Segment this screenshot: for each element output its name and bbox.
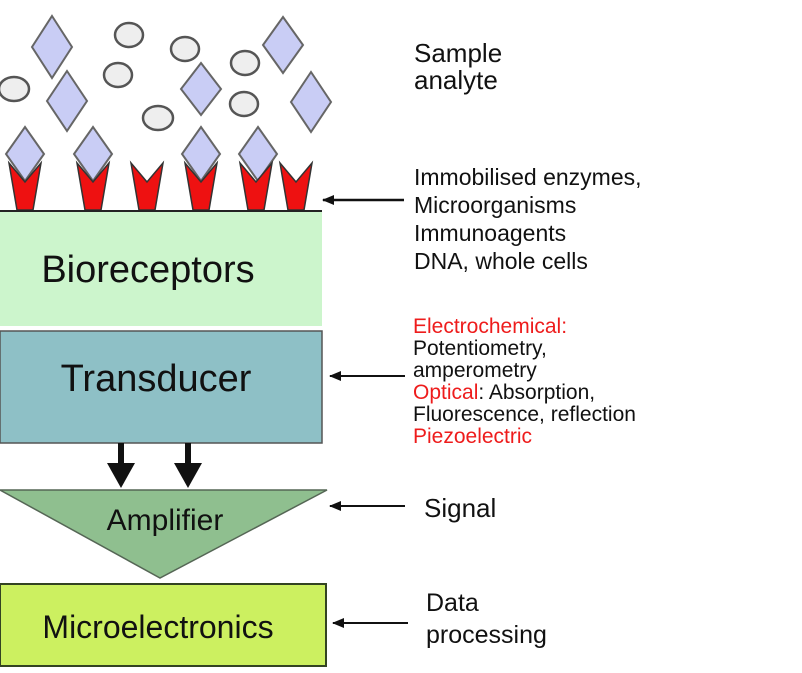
amplifier-block: [0, 489, 328, 579]
analyte-diamond: [45, 69, 89, 133]
piezoelectric-heading: Piezoelectric: [413, 425, 533, 448]
transducer-block: [0, 330, 323, 444]
receptor-shape: [183, 160, 219, 211]
analyte-circle: [228, 90, 260, 118]
down-arrows: [107, 443, 202, 488]
label-line: amperometry: [413, 359, 537, 382]
label-line: Fluorescence, reflection: [413, 403, 636, 426]
transducer-types-label: Electrochemical: Potentiometry, amperome…: [413, 316, 636, 448]
label-line: analyte: [414, 65, 498, 95]
label-line: : Absorption,: [478, 381, 596, 404]
analyte-circle: [0, 75, 31, 103]
analyte-diamond: [30, 14, 74, 80]
microelectronics-block: [0, 583, 327, 667]
optical-line: Optical: Absorption,: [413, 382, 636, 404]
receptor-shape: [7, 160, 43, 211]
label-line: Data: [426, 589, 479, 617]
analyte-diamond: [261, 15, 305, 75]
label-line: Immunoagents: [414, 220, 567, 246]
signal-label: Signal: [424, 493, 497, 523]
data-processing-label: Data processing: [426, 587, 547, 651]
analyte-circle: [113, 21, 145, 49]
analyte-circle: [229, 49, 261, 77]
analyte-diamond: [179, 61, 223, 117]
receptor-shape: [129, 160, 165, 211]
optical-heading: Optical: [413, 381, 479, 404]
label-line: Immobilised enzymes,: [414, 164, 642, 190]
analyte-diamond: [289, 70, 333, 134]
analyte-circle: [169, 35, 201, 63]
analyte-circle: [141, 104, 175, 132]
bound-analytes: [4, 125, 279, 183]
microelectronics-label: Microelectronics: [42, 609, 273, 645]
bioreceptor-types-label: Immobilised enzymes, Microorganisms Immu…: [414, 163, 642, 275]
bioreceptors-label: Bioreceptors: [41, 249, 254, 291]
electrochemical-heading: Electrochemical:: [413, 315, 568, 338]
receptor-shape: [75, 160, 111, 211]
analyte-circle: [102, 61, 134, 89]
bioreceptors-block: [0, 211, 322, 326]
receptor-shapes: [7, 160, 314, 211]
label-line: Potentiometry,: [413, 337, 547, 360]
receptor-shape: [278, 160, 314, 211]
transducer-label: Transducer: [61, 358, 252, 400]
label-line: DNA, whole cells: [414, 248, 588, 274]
label-line: processing: [426, 621, 547, 649]
analyte-particles: [0, 14, 333, 134]
receptor-shape: [238, 160, 274, 211]
amplifier-label: Amplifier: [107, 504, 224, 537]
sample-analyte-label: Sample analyte: [414, 40, 502, 94]
label-line: Sample: [414, 38, 503, 68]
label-line: Microorganisms: [414, 192, 577, 218]
